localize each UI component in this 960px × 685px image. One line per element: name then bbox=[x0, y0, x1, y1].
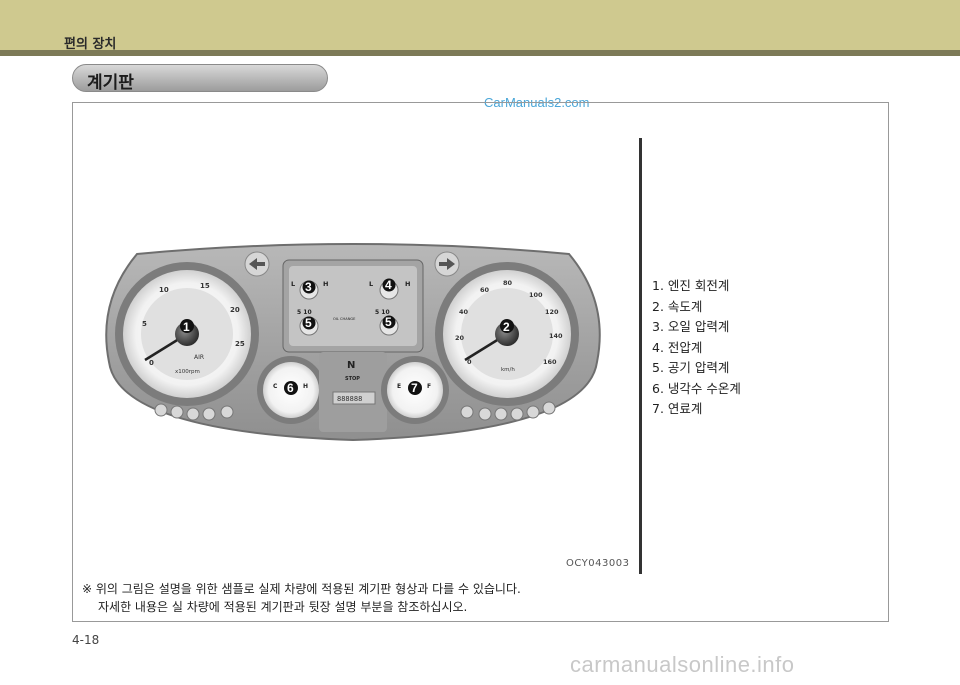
speedo-tick-60: 60 bbox=[480, 286, 490, 294]
badge-1: 1 bbox=[183, 320, 190, 334]
badge-6: 6 bbox=[287, 381, 294, 395]
tacho-unit: x100rpm bbox=[175, 369, 200, 375]
stop-indicator: STOP bbox=[345, 376, 360, 382]
tacho-tick-20: 20 bbox=[230, 306, 240, 314]
badge-5-right: 5 bbox=[385, 315, 392, 329]
temp-cold: C bbox=[273, 383, 278, 390]
legend-item: 5. 공기 압력계 bbox=[652, 360, 730, 375]
gauge4-high: H bbox=[405, 280, 410, 288]
tacho-label: AIR bbox=[194, 354, 204, 361]
speedo-tick-140: 140 bbox=[549, 332, 563, 340]
badge-5-left: 5 bbox=[305, 316, 312, 330]
legend-divider bbox=[639, 138, 642, 574]
tacho-tick-25: 25 bbox=[235, 340, 245, 348]
speedo-tick-40: 40 bbox=[459, 308, 469, 316]
tacho-tick-15: 15 bbox=[200, 282, 210, 290]
tacho-tick-5: 5 bbox=[142, 320, 147, 328]
fuel-empty: E bbox=[397, 383, 401, 390]
speedo-tick-100: 100 bbox=[529, 291, 543, 299]
psi-right: 5 10 bbox=[375, 309, 390, 316]
legend-item: 3. 오일 압력계 bbox=[652, 319, 730, 334]
page-number: 4-18 bbox=[72, 633, 100, 647]
warning-lamps-left bbox=[154, 403, 234, 421]
badge-4: 4 bbox=[385, 278, 392, 292]
watermark-bottom[interactable]: carmanualsonline.info bbox=[570, 652, 795, 677]
gauge3-low: L bbox=[291, 280, 295, 288]
oil-change: OIL CHANGE bbox=[333, 317, 356, 321]
odometer: 888888 bbox=[337, 395, 362, 403]
warning-lamps-right bbox=[460, 401, 556, 421]
speedo-tick-120: 120 bbox=[545, 308, 559, 316]
footnote: ※ 위의 그림은 설명을 위한 샘플로 실제 차량에 적용된 계기판 형상과 다… bbox=[82, 580, 521, 616]
speedo-tick-0: 0 bbox=[467, 358, 472, 366]
legend-list: 1. 엔진 회전계 2. 속도계 3. 오일 압력계 4. 전압계 5. 공기 … bbox=[652, 276, 741, 420]
legend-item: 6. 냉각수 수온계 bbox=[652, 380, 741, 396]
speedo-tick-80: 80 bbox=[503, 279, 513, 287]
instrument-cluster-illustration: 0 5 10 15 20 25 AIR x100rpm 1 0 20 40 60… bbox=[97, 242, 609, 442]
image-code: OCY043003 bbox=[566, 558, 630, 569]
legend-item: 4. 전압계 bbox=[652, 339, 703, 355]
fuel-full: F bbox=[427, 383, 431, 390]
header-band bbox=[0, 0, 960, 56]
speedo-unit: km/h bbox=[501, 367, 515, 373]
speedo-tick-20: 20 bbox=[455, 334, 465, 342]
figure-frame bbox=[72, 102, 889, 622]
legend-item: 2. 속도계 bbox=[652, 298, 703, 314]
header-rule bbox=[0, 50, 960, 56]
badge-2: 2 bbox=[503, 320, 510, 334]
badge-7: 7 bbox=[411, 381, 418, 395]
gauge3-high: H bbox=[323, 280, 328, 288]
page-title: 계기판 bbox=[87, 73, 134, 93]
title-pill: 계기판 bbox=[72, 64, 328, 93]
psi-left: 5 10 bbox=[297, 309, 312, 316]
temp-hot: H bbox=[303, 383, 308, 390]
footnote-line-2: 자세한 내용은 실 차량에 적용된 계기판과 뒷장 설명 부분을 참조하십시오. bbox=[98, 600, 468, 614]
gauge4-low: L bbox=[369, 280, 373, 288]
speedo-tick-160: 160 bbox=[543, 358, 557, 366]
footnote-line-1: ※ 위의 그림은 설명을 위한 샘플로 실제 차량에 적용된 계기판 형상과 다… bbox=[82, 582, 521, 596]
gear-indicator: N bbox=[347, 360, 355, 371]
legend-item: 1. 엔진 회전계 bbox=[652, 278, 730, 293]
tacho-tick-10: 10 bbox=[159, 286, 169, 294]
tacho-tick-0: 0 bbox=[149, 359, 154, 367]
section-title: 편의 장치 bbox=[64, 37, 117, 52]
badge-3: 3 bbox=[305, 280, 312, 294]
legend-item: 7. 연료계 bbox=[652, 401, 703, 416]
